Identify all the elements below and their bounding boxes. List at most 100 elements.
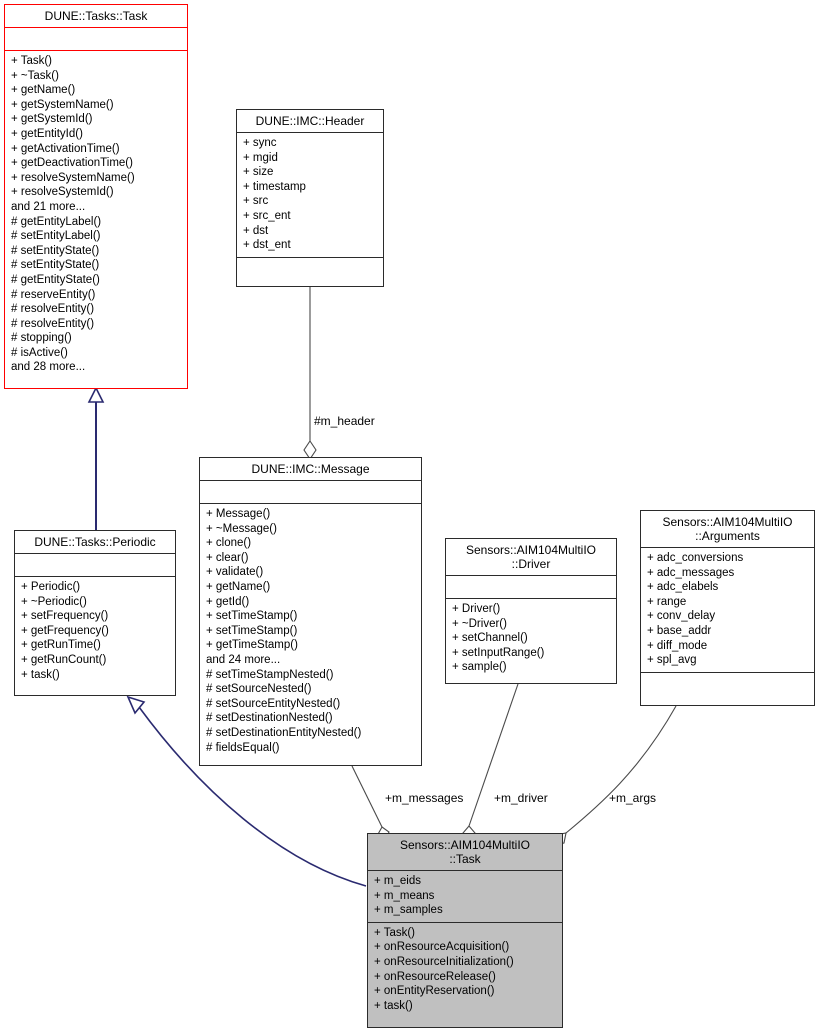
- class-member-row: + onEntityReservation(): [374, 985, 495, 998]
- class-member-row: + mgid: [243, 151, 278, 164]
- edge-label-m-header: #m_header: [314, 414, 375, 428]
- edge-message-task: [351, 765, 383, 828]
- arrow-inherit-periodic: [87, 386, 105, 403]
- operations-aim104-driver: + Driver() + ~Driver() + setChannel()+ set…: [446, 599, 616, 679]
- divider: [446, 598, 616, 599]
- class-box-aim104-arguments[interactable]: Sensors::AIM104MultiIO ::Arguments + adc…: [640, 510, 815, 706]
- class-member-row: + diff_mode: [647, 639, 708, 652]
- class-member-row: + resolveSystemName(): [11, 171, 135, 184]
- class-title-dune-imc-message: DUNE::IMC::Message: [251, 462, 370, 476]
- class-member-row: + getFrequency(): [21, 624, 109, 637]
- class-member-row: + Message(): [206, 508, 271, 520]
- class-member-row: + resolveSystemId(): [11, 186, 114, 199]
- class-member-row: + conv_delay: [647, 610, 716, 623]
- class-member-row: + getSystemId(): [11, 113, 93, 126]
- operations-dune-imc-message: + Message()+ ~Message()+ clone()+ clear(…: [200, 504, 421, 759]
- class-member-row: + getActivationTime(): [11, 142, 120, 155]
- class-member-row: and 21 more...: [11, 200, 86, 213]
- class-member-row: # fieldsEqual(): [206, 741, 280, 754]
- class-member-row: # setSourceNested(): [206, 683, 312, 696]
- class-member-row: + setChannel(): [452, 632, 528, 645]
- divider: [200, 480, 421, 481]
- edge-arguments-task: [565, 705, 677, 834]
- attributes-aim104-task: + m_eids + m_means + m_samples: [368, 871, 562, 922]
- class-member-row: + range: [647, 595, 687, 608]
- class-member-row: # resolveEntity(): [11, 303, 95, 316]
- class-member-row: + dst_ent: [243, 239, 291, 252]
- class-member-row: + sync: [243, 137, 277, 149]
- class-member-row: + setInputRange(): [452, 646, 545, 659]
- class-member-row: + ~Driver(): [452, 617, 507, 630]
- class-member-row: # setEntityLabel(): [11, 230, 101, 243]
- class-member-row: + getTimeStamp(): [206, 639, 298, 652]
- divider: [641, 671, 814, 673]
- class-title-dune-tasks-periodic: DUNE::Tasks::Periodic: [34, 535, 156, 549]
- class-member-row: + m_means: [374, 889, 435, 902]
- class-member-row: + ~Message(): [206, 522, 277, 535]
- divider: [641, 547, 814, 548]
- class-member-row: and 28 more...: [11, 361, 86, 374]
- class-member-row: + getDeactivationTime(): [11, 157, 133, 170]
- attributes-dune-tasks-periodic: [15, 554, 175, 576]
- attributes-dune-imc-message: [200, 481, 421, 503]
- class-member-row: + setFrequency(): [21, 610, 109, 623]
- class-member-row: # stopping(): [11, 332, 72, 345]
- class-member-row: + m_samples: [374, 904, 443, 917]
- class-member-row: + src: [243, 195, 269, 208]
- divider: [237, 132, 383, 133]
- operations-aim104-arguments: [641, 673, 814, 699]
- class-member-row: + base_addr: [647, 624, 712, 637]
- attributes-aim104-driver: [446, 576, 616, 598]
- class-member-row: + adc_conversions: [647, 552, 744, 564]
- class-title-dune-imc-header: DUNE::IMC::Header: [255, 114, 365, 128]
- class-member-row: # setEntityState(): [11, 244, 100, 257]
- class-member-row: + sample(): [452, 661, 507, 674]
- class-member-row: + spl_avg: [647, 654, 697, 667]
- class-member-row: + m_eids: [374, 875, 421, 887]
- class-member-row: + clone(): [206, 537, 252, 550]
- class-member-row: + getId(): [206, 595, 250, 608]
- divider: [368, 870, 562, 871]
- divider: [237, 256, 383, 258]
- class-member-row: + Driver(): [452, 603, 501, 615]
- class-box-dune-imc-message[interactable]: DUNE::IMC::Message + Message()+ ~Message…: [199, 457, 422, 766]
- class-title-dune-tasks-task: DUNE::Tasks::Task: [44, 9, 148, 23]
- edge-label-m-messages: +m_messages: [385, 791, 464, 805]
- class-member-row: and 24 more...: [206, 653, 281, 666]
- divider: [368, 921, 562, 923]
- class-box-dune-tasks-periodic[interactable]: DUNE::Tasks::Periodic + Periodic()+ ~Per…: [14, 530, 176, 696]
- class-member-row: # setDestinationNested(): [206, 712, 333, 725]
- divider: [200, 503, 421, 504]
- class-member-row: + onResourceAcquisition(): [374, 941, 510, 954]
- divider: [5, 50, 187, 51]
- class-member-row: + ~Task(): [11, 69, 59, 82]
- edge-label-m-args: +m_args: [609, 791, 657, 805]
- class-box-dune-tasks-task[interactable]: DUNE::Tasks::Task + Task()+ ~Task()+ get…: [4, 4, 188, 389]
- class-member-row: + Task(): [374, 926, 416, 939]
- class-member-row: + validate(): [206, 566, 264, 579]
- class-member-row: + getRunCount(): [21, 653, 107, 666]
- class-member-row: + adc_messages: [647, 566, 735, 579]
- class-box-aim104-driver[interactable]: Sensors::AIM104MultiIO ::Driver + Driver…: [445, 538, 617, 684]
- class-member-row: + task(): [21, 668, 60, 681]
- operations-aim104-task: + Task()+ onResourceAcquisition()+ onRes…: [368, 923, 562, 1018]
- class-box-dune-imc-header[interactable]: DUNE::IMC::Header + sync+ mgid+ size+ ti…: [236, 109, 384, 287]
- class-member-row: + src_ent: [243, 209, 291, 222]
- class-member-row: + getSystemName(): [11, 98, 114, 111]
- operations-dune-tasks-periodic: + Periodic()+ ~Periodic()+ setFrequency(…: [15, 577, 175, 686]
- divider: [446, 575, 616, 576]
- class-member-row: + adc_elabels: [647, 581, 719, 594]
- class-title-aim104-task: Sensors::AIM104MultiIO ::Task: [399, 838, 531, 866]
- class-member-row: + getRunTime(): [21, 639, 101, 652]
- arrow-inherit-aim104task: [126, 695, 146, 715]
- class-member-row: # getEntityState(): [11, 273, 100, 286]
- class-member-row: + timestamp: [243, 180, 306, 193]
- class-member-row: + size: [243, 166, 274, 179]
- class-title-aim104-driver: Sensors::AIM104MultiIO ::Driver: [465, 543, 597, 571]
- divider: [15, 576, 175, 577]
- class-member-row: # setDestinationEntityNested(): [206, 726, 362, 739]
- class-box-aim104-task[interactable]: Sensors::AIM104MultiIO ::Task + m_eids+ …: [367, 833, 563, 1028]
- class-member-row: + setTimeStamp(): [206, 610, 298, 623]
- class-member-row: # setTimeStampNested(): [206, 668, 334, 681]
